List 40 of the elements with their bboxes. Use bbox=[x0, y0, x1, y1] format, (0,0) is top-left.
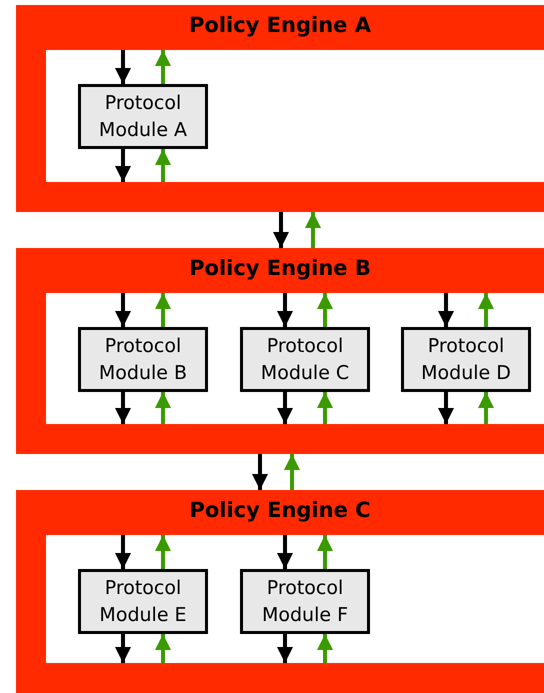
engine-frame bbox=[16, 248, 544, 454]
arrow bbox=[277, 392, 293, 424]
arrow bbox=[115, 293, 131, 327]
arrow bbox=[317, 392, 333, 424]
arrow bbox=[115, 634, 131, 663]
engine-frame bbox=[16, 490, 544, 693]
module-box: Protocol Module B bbox=[78, 327, 208, 392]
module-box: Protocol Module E bbox=[78, 569, 208, 634]
arrow bbox=[317, 634, 333, 663]
arrow bbox=[155, 149, 171, 182]
engine-title: Policy Engine B bbox=[188, 256, 372, 280]
arrow bbox=[155, 50, 171, 84]
arrow bbox=[115, 392, 131, 424]
arrow bbox=[252, 454, 268, 490]
arrow bbox=[277, 535, 293, 569]
arrow bbox=[273, 212, 289, 248]
arrow bbox=[277, 293, 293, 327]
arrow bbox=[155, 634, 171, 663]
arrow bbox=[115, 535, 131, 569]
arrow bbox=[155, 535, 171, 569]
arrow bbox=[155, 293, 171, 327]
arrow bbox=[438, 293, 454, 327]
engine-title: Policy Engine A bbox=[188, 13, 372, 37]
arrow bbox=[277, 634, 293, 663]
engine-title: Policy Engine C bbox=[188, 498, 372, 522]
arrow bbox=[115, 50, 131, 84]
arrow bbox=[438, 392, 454, 424]
arrow bbox=[155, 392, 171, 424]
arrow bbox=[115, 149, 131, 182]
module-box: Protocol Module F bbox=[240, 569, 370, 634]
arrow bbox=[317, 293, 333, 327]
engine-frame bbox=[16, 5, 544, 212]
arrow bbox=[305, 212, 321, 248]
arrow bbox=[284, 454, 300, 490]
arrow bbox=[317, 535, 333, 569]
arrow bbox=[478, 293, 494, 327]
arrow bbox=[478, 392, 494, 424]
module-box: Protocol Module C bbox=[240, 327, 370, 392]
module-box: Protocol Module A bbox=[78, 84, 208, 149]
module-box: Protocol Module D bbox=[401, 327, 531, 392]
